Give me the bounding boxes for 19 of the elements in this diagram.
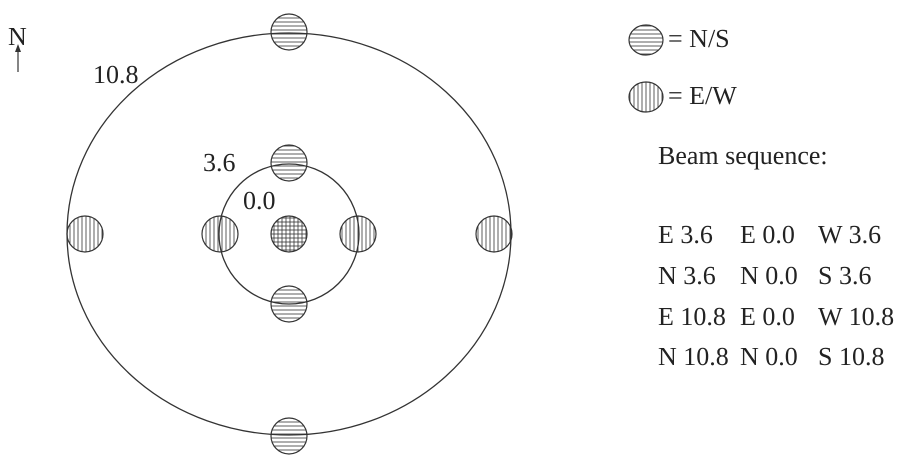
sequence-entry: W 3.6	[818, 220, 882, 250]
sequence-entry: E 10.8	[658, 302, 726, 332]
sequence-entry: S 10.8	[818, 342, 884, 372]
legend-label: = E/W	[668, 81, 737, 111]
radius-label: 0.0	[243, 186, 276, 216]
sequence-entry: N 0.0	[740, 342, 798, 372]
compass-label: N	[8, 22, 27, 52]
heading: Beam sequence:	[658, 141, 828, 171]
sequence-entry: E 0.0	[740, 302, 795, 332]
sequence-entry: E 0.0	[740, 220, 795, 250]
legend-label: = N/S	[668, 24, 730, 54]
sequence-entry: N 0.0	[740, 261, 798, 291]
radius-label: 3.6	[203, 148, 236, 178]
sequence-entry: E 3.6	[658, 220, 713, 250]
sequence-entry: W 10.8	[818, 302, 894, 332]
radius-label: 10.8	[93, 60, 138, 90]
sequence-entry: N 10.8	[658, 342, 729, 372]
sequence-entry: N 3.6	[658, 261, 716, 291]
sequence-entry: S 3.6	[818, 261, 872, 291]
